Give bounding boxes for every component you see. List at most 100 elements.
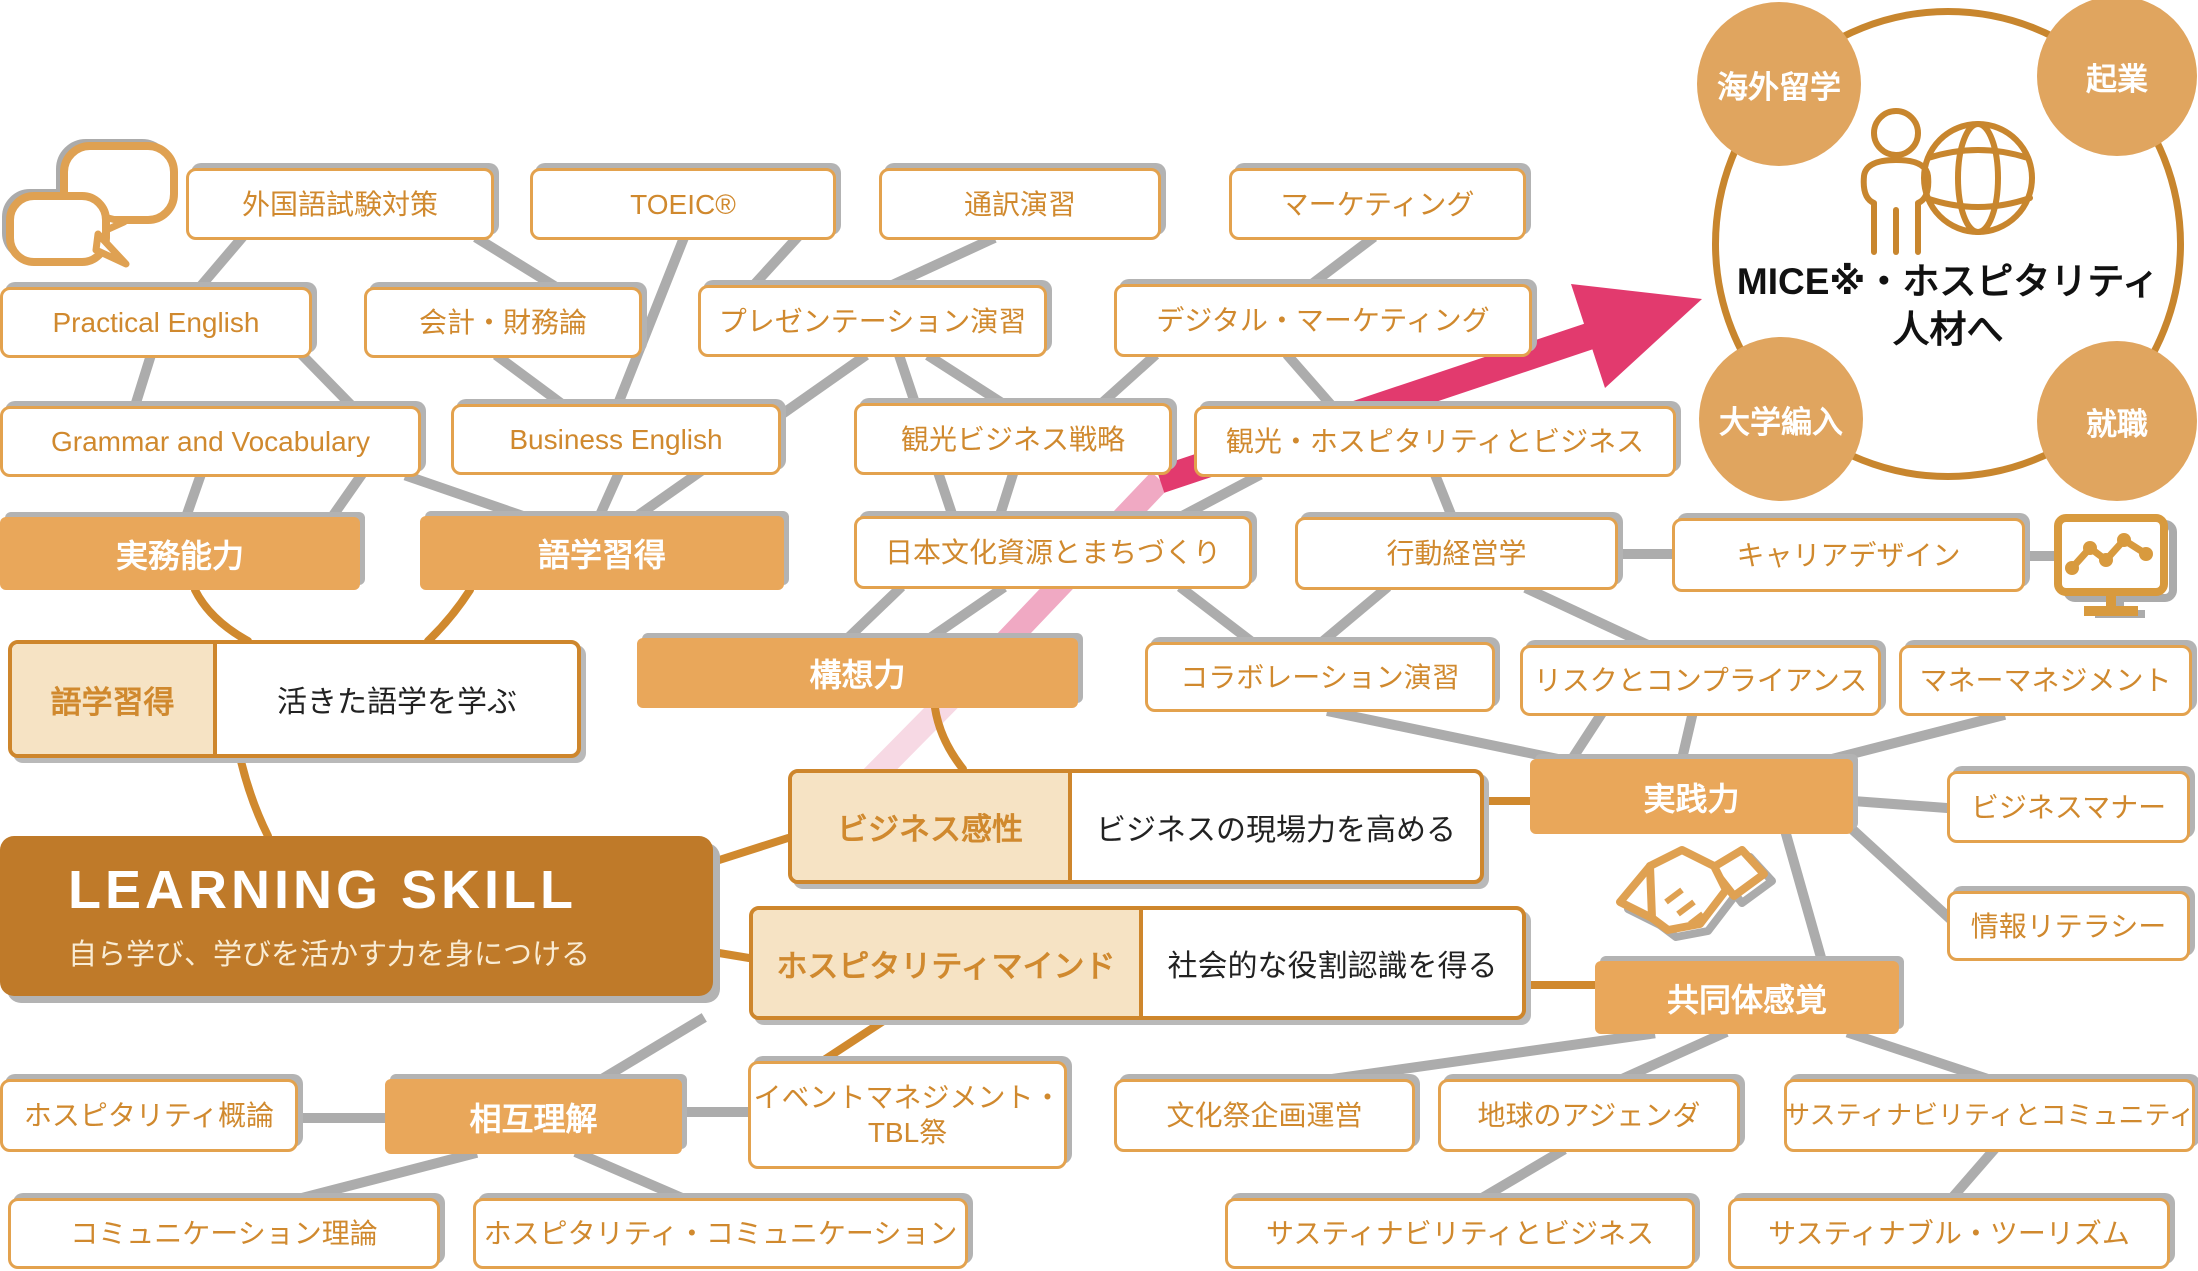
- course-label: 通訳演習: [963, 188, 1076, 220]
- pair-box-language-acquisition: 語学習得 活きた語学を学ぶ: [8, 640, 581, 758]
- skill-label: 語学習得: [537, 537, 666, 573]
- course-box-risk-compliance: リスクとコンプライアンス: [1520, 645, 1881, 716]
- course-label: 日本文化資源とまちづくり: [884, 537, 1221, 568]
- skill-label: 実践力: [1643, 780, 1740, 817]
- course-label: Grammar and Vocabulary: [50, 426, 371, 457]
- monitor-chart-icon: [2054, 514, 2177, 618]
- course-label: コミュニケーション理論: [70, 1218, 378, 1249]
- course-box-hospitality-communication: ホスピタリティ・コミュニケーション: [473, 1198, 968, 1269]
- satellite-label: 大学編入: [1719, 404, 1843, 440]
- course-box-info-literacy: 情報リテラシー: [1947, 891, 2190, 961]
- course-label: 会計・財務論: [418, 307, 587, 338]
- course-label: Business English: [509, 424, 723, 455]
- satellite-entrepreneurship: 起業: [2037, 0, 2197, 156]
- pair-label-text: ビジネス感性: [837, 812, 1023, 847]
- course-label: サスティナビリティとビジネス: [1265, 1218, 1655, 1249]
- skill-box-language-acquisition: 語学習得: [420, 516, 784, 590]
- skill-label: 相互理解: [469, 1100, 598, 1137]
- satellite-label: 就職: [2086, 406, 2148, 442]
- course-label: サスティナブル・ツーリズム: [1768, 1218, 2130, 1249]
- course-box-sustainable-tourism: サスティナブル・ツーリズム: [1728, 1198, 2170, 1269]
- skill-label: 構想力: [809, 657, 906, 693]
- satellite-study-abroad: 海外留学: [1697, 2, 1861, 166]
- pair-box-business-sense: ビジネス感性 ビジネスの現場力を高める: [788, 769, 1484, 884]
- satellite-university-transfer: 大学編入: [1699, 337, 1863, 501]
- course-label: 外国語試験対策: [241, 188, 438, 220]
- course-box-interpreting: 通訳演習: [879, 168, 1161, 240]
- course-box-career-design: キャリアデザイン: [1672, 518, 2025, 592]
- course-label: TOEIC®: [630, 188, 736, 220]
- pair-label-text: ホスピタリティマインド: [776, 948, 1116, 984]
- course-label-line2: TBL祭: [867, 1117, 948, 1148]
- learning-skill-title: LEARNING SKILL: [68, 860, 577, 920]
- course-box-sustainability-business: サスティナビリティとビジネス: [1225, 1198, 1695, 1269]
- course-box-tourism-strategy: 観光ビジネス戦略: [854, 403, 1172, 475]
- course-box-event-management: イベントマネジメント・ TBL祭: [748, 1061, 1067, 1169]
- course-box-grammar-vocabulary: Grammar and Vocabulary: [0, 406, 421, 477]
- pair-desc: 社会的な役割認識を得る: [1143, 910, 1522, 1016]
- course-box-foreign-exam: 外国語試験対策: [186, 168, 494, 240]
- course-label: 文化祭企画運営: [1166, 1100, 1363, 1131]
- pair-label: ホスピタリティマインド: [753, 910, 1143, 1016]
- pair-label-text: 語学習得: [50, 684, 175, 720]
- course-box-japan-culture-town: 日本文化資源とまちづくり: [854, 516, 1252, 589]
- course-label: マーケティング: [1280, 188, 1475, 220]
- course-box-digital-marketing: デジタル・マーケティング: [1114, 284, 1532, 357]
- goal-title-line1: MICE※・ホスピタリティ: [1736, 261, 2160, 302]
- course-label: 行動経営学: [1386, 538, 1527, 569]
- pair-desc-text: 活きた語学を学ぶ: [277, 686, 517, 719]
- skill-box-conception: 構想力: [637, 638, 1078, 708]
- pair-box-hospitality-mind: ホスピタリティマインド 社会的な役割認識を得る: [749, 906, 1526, 1020]
- learning-skill-box: LEARNING SKILL 自ら学び、学びを活かす力を身につける: [0, 836, 713, 996]
- skill-box-mutual-understanding: 相互理解: [385, 1079, 682, 1154]
- course-box-hospitality-intro: ホスピタリティ概論: [0, 1079, 298, 1152]
- skill-label: 共同体感覚: [1666, 981, 1827, 1018]
- course-label: ホスピタリティ概論: [23, 1100, 275, 1131]
- course-box-communication-theory: コミュニケーション理論: [8, 1198, 440, 1269]
- course-box-school-festival: 文化祭企画運営: [1114, 1079, 1415, 1152]
- course-label: ビジネスマナー: [1970, 791, 2167, 823]
- course-label: マネーマネジメント: [1919, 665, 2172, 696]
- course-box-business-manner: ビジネスマナー: [1947, 771, 2190, 843]
- course-label: リスクとコンプライアンス: [1533, 665, 1868, 696]
- satellite-label: 海外留学: [1717, 69, 1841, 105]
- course-box-toeic: TOEIC®: [530, 168, 836, 240]
- satellite-employment: 就職: [2037, 341, 2197, 501]
- course-box-money-management: マネーマネジメント: [1899, 645, 2192, 716]
- course-label: 観光・ホスピタリティとビジネス: [1225, 426, 1645, 457]
- course-label: 情報リテラシー: [1970, 910, 2167, 942]
- course-box-marketing: マーケティング: [1229, 168, 1526, 240]
- goal-title: MICE※・ホスピタリティ 人材へ: [1712, 258, 2184, 354]
- skill-box-community-sense: 共同体感覚: [1595, 961, 1899, 1034]
- speech-bubbles-icon: [2, 139, 178, 268]
- course-label: 観光ビジネス戦略: [900, 423, 1125, 455]
- course-label: コラボレーション演習: [1180, 661, 1460, 693]
- pair-desc: 活きた語学を学ぶ: [217, 644, 577, 754]
- course-box-earth-agenda: 地球のアジェンダ: [1438, 1079, 1740, 1152]
- course-label: ホスピタリティ・コミュニケーション: [483, 1218, 958, 1249]
- pair-label: ビジネス感性: [792, 773, 1072, 880]
- course-label: Practical English: [52, 307, 260, 338]
- course-box-collaboration: コラボレーション演習: [1145, 642, 1495, 712]
- goal-title-line2: 人材へ: [1892, 309, 2004, 351]
- learning-skill-subtitle: 自ら学び、学びを活かす力を身につける: [68, 939, 591, 971]
- skill-label: 実務能力: [115, 537, 244, 574]
- course-label: サスティナビリティとコミュニティ: [1784, 1100, 2195, 1131]
- course-label-line1: イベントマネジメント・: [753, 1082, 1062, 1113]
- course-box-behavioral-management: 行動経営学: [1295, 517, 1618, 590]
- course-label: プレゼンテーション演習: [718, 305, 1027, 337]
- pair-desc: ビジネスの現場力を高める: [1072, 773, 1480, 880]
- course-box-presentation: プレゼンテーション演習: [698, 285, 1047, 357]
- course-box-accounting: 会計・財務論: [364, 287, 642, 358]
- course-box-practical-english: Practical English: [0, 287, 312, 358]
- handshake-icon: [1616, 846, 1776, 941]
- course-label: キャリアデザイン: [1736, 539, 1961, 571]
- skill-box-practical-ability: 実務能力: [0, 517, 360, 590]
- pair-desc-text: 社会的な役割認識を得る: [1167, 950, 1498, 983]
- course-label: 地球のアジェンダ: [1477, 1100, 1701, 1131]
- satellite-label: 起業: [2086, 61, 2148, 97]
- pair-desc-text: ビジネスの現場力を高める: [1096, 813, 1456, 847]
- course-box-sustainability-community: サスティナビリティとコミュニティ: [1784, 1079, 2195, 1152]
- course-label: デジタル・マーケティング: [1156, 305, 1490, 336]
